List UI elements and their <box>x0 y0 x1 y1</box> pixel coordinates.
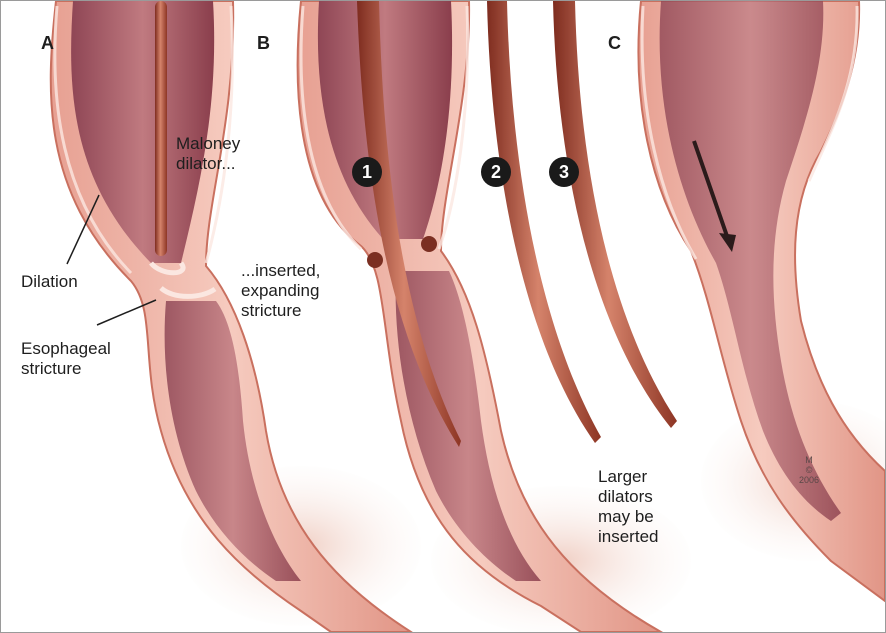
larger-label-line3: may be <box>598 507 658 527</box>
panel-label-c: C <box>608 33 621 54</box>
panel-b-stricture-right <box>421 236 437 252</box>
maloney-label-line2: dilator... <box>176 154 240 174</box>
inserted-label-line1: ...inserted, <box>241 261 320 281</box>
panel-label-a: A <box>41 33 54 54</box>
larger-label-line1: Larger <box>598 467 658 487</box>
signature-line3: 2006 <box>799 475 819 485</box>
panel-label-b: B <box>257 33 270 54</box>
panel-c-esophagus <box>638 1 885 601</box>
dilation-label: Dilation <box>21 272 78 292</box>
panel-a-dilator <box>155 1 167 256</box>
inserted-label: ...inserted, expanding stricture <box>241 261 320 321</box>
stricture-label-line2: stricture <box>21 359 111 379</box>
larger-label-line2: dilators <box>598 487 658 507</box>
signature-line1: M <box>799 455 819 465</box>
signature-line2: © <box>799 465 819 475</box>
larger-label-line4: inserted <box>598 527 658 547</box>
inserted-label-line3: stricture <box>241 301 320 321</box>
maloney-label-line1: Maloney <box>176 134 240 154</box>
maloney-label: Maloney dilator... <box>176 134 240 174</box>
marker-2: 2 <box>481 157 511 187</box>
artist-signature: M © 2006 <box>799 455 819 485</box>
inserted-label-line2: expanding <box>241 281 320 301</box>
larger-dilators-label: Larger dilators may be inserted <box>598 467 658 547</box>
marker-1: 1 <box>352 157 382 187</box>
panel-b-stricture-left <box>367 252 383 268</box>
stricture-label-line1: Esophageal <box>21 339 111 359</box>
marker-3: 3 <box>549 157 579 187</box>
esophageal-stricture-label: Esophageal stricture <box>21 339 111 379</box>
